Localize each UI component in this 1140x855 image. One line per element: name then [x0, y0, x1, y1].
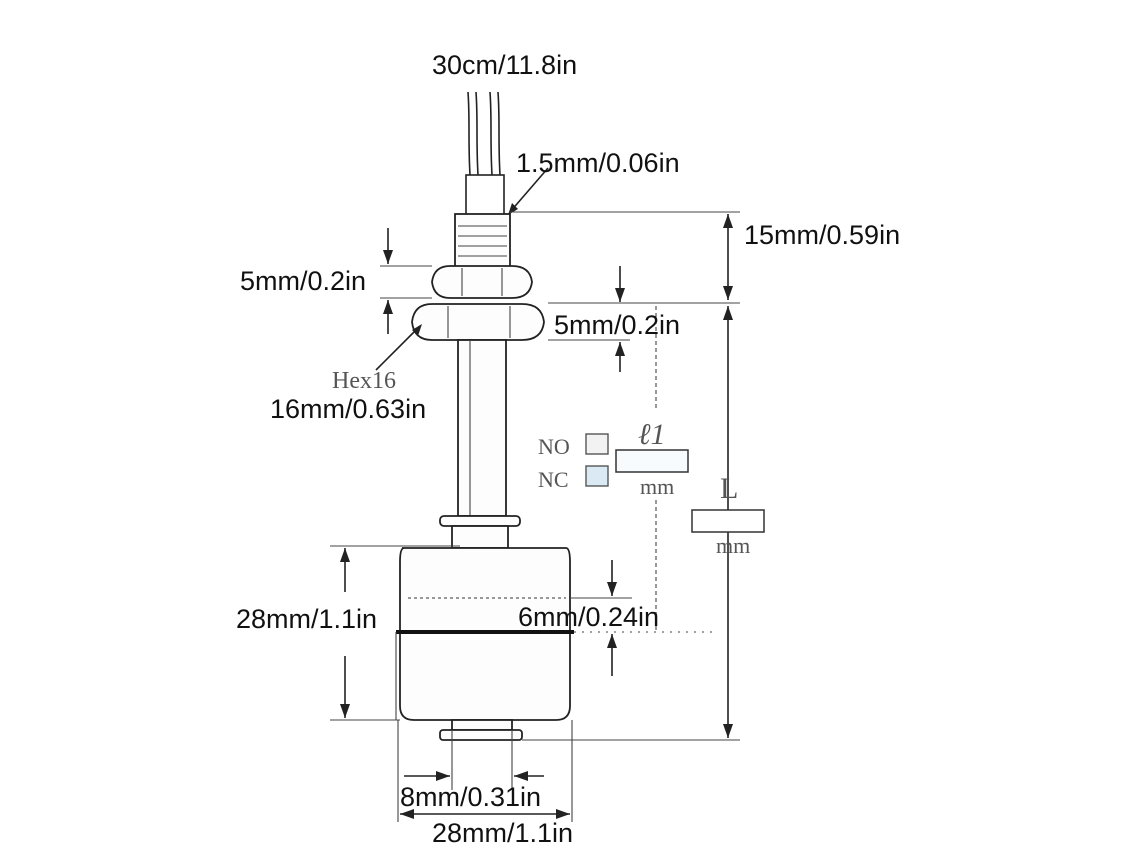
float-offset-label: 6mm/0.24in [518, 602, 659, 632]
float-body [395, 547, 574, 721]
float-height-dimension [330, 545, 460, 721]
stem-top-label: 15mm/0.59in [744, 220, 900, 250]
threaded-stem [454, 213, 511, 273]
float-dia-label: 28mm/1.1in [432, 818, 573, 848]
l1-value-box [615, 449, 689, 473]
stem-top-dimension [510, 211, 740, 304]
bottom-stem-dimension [404, 730, 544, 790]
no-checkbox [585, 433, 609, 455]
lower-nut-dimension [548, 266, 630, 372]
contact-type-selector [585, 433, 765, 533]
wire-dia-label: 1.5mm/0.06in [516, 148, 680, 178]
bottom-stem-label: 8mm/0.31in [400, 782, 541, 812]
L-value-box [691, 509, 765, 533]
upper-nut-dimension [380, 228, 432, 334]
lower-nut-label: 5mm/0.2in [554, 310, 680, 340]
shaft [457, 339, 507, 517]
nc-label: NC [538, 467, 569, 492]
L-unit-label: mm [716, 533, 750, 558]
float-height-label: 28mm/1.1in [236, 604, 377, 634]
hex-leader [375, 324, 422, 371]
l1-unit-label: mm [640, 474, 674, 499]
hex-label: Hex16 [332, 368, 396, 394]
float-offset-dimension [570, 560, 712, 676]
hex-size-label: 16mm/0.63in [270, 394, 426, 424]
cable-length-label: 30cm/11.8in [432, 50, 577, 80]
cable-wires [465, 91, 505, 216]
upper-nut-label: 5mm/0.2in [240, 266, 366, 296]
l1-label: ℓ1 [638, 418, 666, 451]
L-label: L [720, 472, 738, 505]
nc-checkbox [585, 465, 609, 487]
float-dia-dimension [397, 720, 573, 822]
no-label: NO [538, 434, 570, 459]
retaining-clip [439, 515, 521, 527]
upper-nut [431, 265, 533, 299]
hex-nut [411, 303, 545, 341]
shaft-lower [451, 525, 509, 549]
bottom-stem [439, 719, 523, 741]
